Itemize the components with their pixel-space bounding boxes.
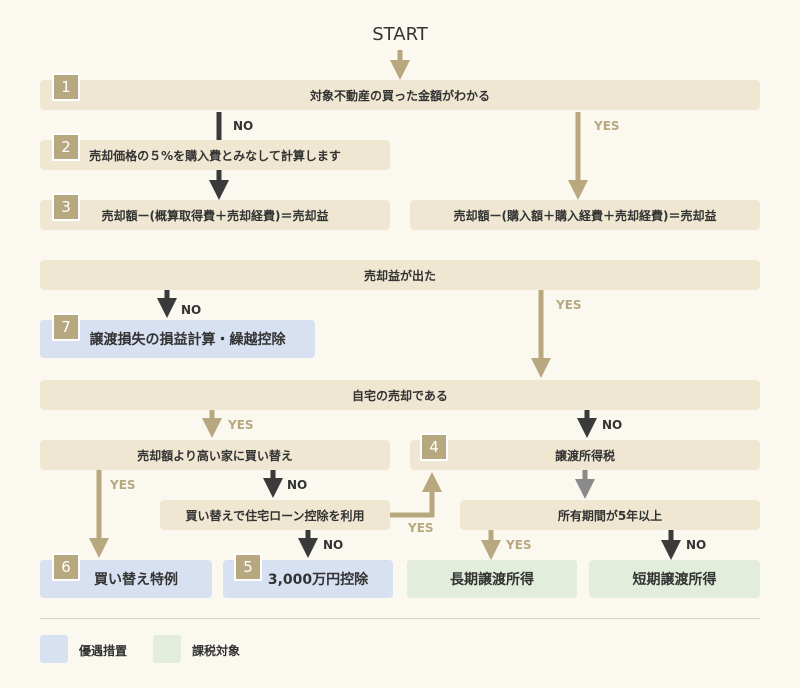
label-yes-loan: YES [408, 521, 434, 535]
node-home: 自宅の売却である [40, 380, 760, 410]
label-yes-replace: YES [110, 478, 136, 492]
node-3: 売却額ー(概算取得費＋売却経費)＝売却益 [40, 200, 390, 230]
node-5-text: 3,000万円控除 [267, 572, 369, 588]
node-7: 譲渡損失の損益計算・繰越控除 [40, 320, 315, 358]
start-label: START [372, 24, 428, 45]
node-loan-text: 買い替えで住宅ローン控除を利用 [185, 508, 365, 523]
node-period-text: 所有期間が5年以上 [557, 508, 663, 523]
node-long: 長期譲渡所得 [407, 560, 577, 598]
node-4: 譲渡所得税 [410, 440, 760, 470]
label-yes-gain: YES [556, 298, 582, 312]
node-1: 対象不動産の買った金額がわかる [40, 80, 760, 110]
node-6-number: 6 [52, 553, 80, 581]
legend-swatch-taxable [153, 635, 181, 663]
label-yes-1: YES [594, 119, 620, 133]
node-7-text: 譲渡損失の損益計算・繰越控除 [89, 332, 286, 348]
node-long-text: 長期譲渡所得 [450, 572, 534, 588]
node-replace: 売却額より高い家に買い替え [40, 440, 390, 470]
divider [40, 618, 760, 619]
node-1-number: 1 [52, 73, 80, 101]
label-no-gain: NO [181, 303, 202, 317]
label-no-loan: NO [323, 538, 344, 552]
legend-label-taxable: 課税対象 [192, 644, 241, 658]
node-3-text: 売却額ー(概算取得費＋売却経費)＝売却益 [101, 208, 329, 223]
node-replace-text: 売却額より高い家に買い替え [137, 448, 293, 463]
label-yes-period: YES [506, 538, 532, 552]
arrow-loan-to-4 [390, 472, 442, 518]
legend-swatch-preferential [40, 635, 68, 663]
node-4-number: 4 [420, 433, 448, 461]
node-1-text: 対象不動産の買った金額がわかる [309, 88, 490, 103]
node-short-text: 短期譲渡所得 [632, 572, 717, 588]
label-no-home: NO [602, 418, 623, 432]
node-2: 売却価格の５%を購入費とみなして計算します [40, 140, 390, 170]
label-yes-home: YES [228, 418, 254, 432]
legend-label-preferential: 優遇措置 [79, 644, 128, 658]
node-3b-text: 売却額ー(購入額＋購入経費＋売却経費)＝売却益 [453, 208, 717, 223]
node-2-number: 2 [52, 133, 80, 161]
node-period: 所有期間が5年以上 [460, 500, 760, 530]
node-gain: 売却益が出た [40, 260, 760, 290]
label-no-replace: NO [287, 478, 308, 492]
node-2-text: 売却価格の５%を購入費とみなして計算します [89, 148, 341, 163]
label-no-period: NO [686, 538, 707, 552]
node-short: 短期譲渡所得 [589, 560, 760, 598]
node-4-text: 譲渡所得税 [554, 448, 615, 463]
node-6-text: 買い替え特例 [94, 572, 178, 588]
node-5-number: 5 [234, 553, 262, 581]
label-no-1: NO [233, 119, 254, 133]
node-gain-text: 売却益が出た [363, 268, 436, 283]
node-7-number: 7 [52, 313, 80, 341]
node-loan: 買い替えで住宅ローン控除を利用 [160, 500, 390, 530]
node-home-text: 自宅の売却である [352, 388, 448, 403]
node-3-number: 3 [52, 193, 80, 221]
node-3b: 売却額ー(購入額＋購入経費＋売却経費)＝売却益 [410, 200, 760, 230]
